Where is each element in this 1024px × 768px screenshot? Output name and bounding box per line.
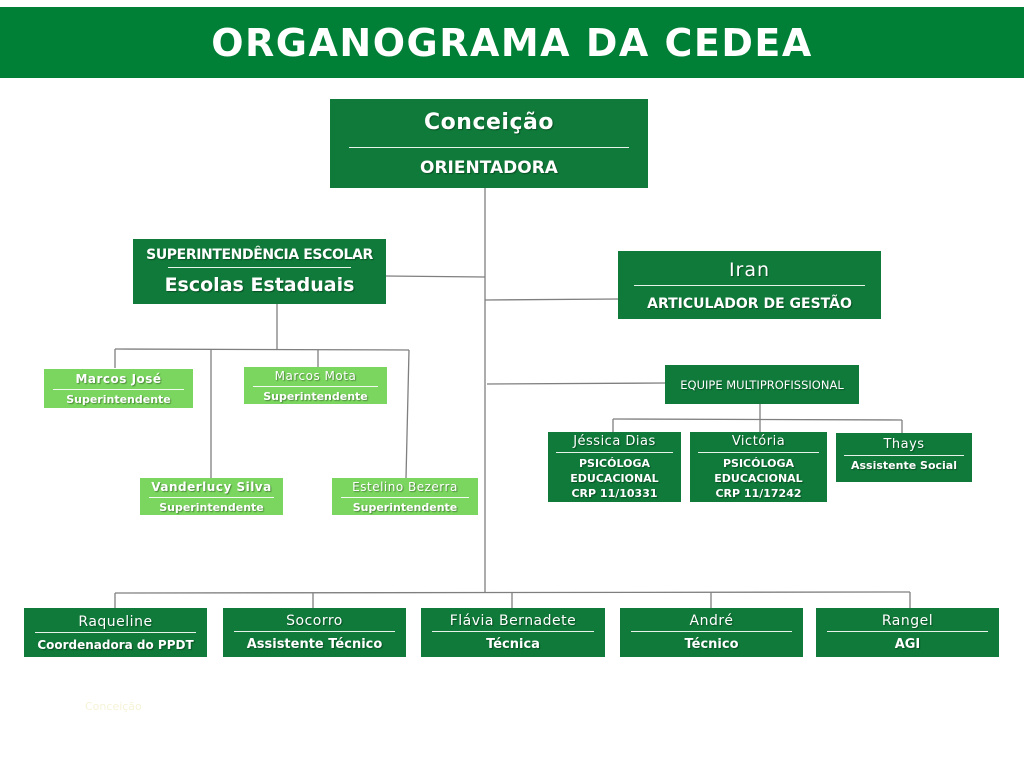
assistente-social-name: Thays — [883, 437, 925, 452]
divider — [349, 146, 629, 148]
faded-footnote: Conceição — [85, 700, 142, 713]
staff-name: Raqueline — [78, 613, 153, 630]
articulador-name: Iran — [728, 258, 771, 281]
superintendente-name: Vanderlucy Silva — [151, 479, 272, 494]
superintendente-role: Superintendente — [159, 500, 264, 514]
staff-box: Raqueline Coordenadora do PPDT — [24, 608, 207, 657]
staff-role: Assistente Técnico — [246, 637, 383, 652]
title-bar: ORGANOGRAMA DA CEDEA — [0, 7, 1024, 78]
superintendencia-box: SUPERINTENDÊNCIA ESCOLAR Escolas Estadua… — [133, 239, 386, 304]
divider — [432, 631, 594, 632]
equipe-label: EQUIPE MULTIPROFISSIONAL — [680, 377, 844, 392]
superintendente-box: Estelino Bezerra Superintendente — [332, 478, 478, 515]
staff-box: André Técnico — [620, 608, 803, 657]
assistente-social-role: Assistente Social — [851, 459, 957, 472]
staff-name: Flávia Bernadete — [449, 613, 577, 629]
articulador-role: ARTICULADOR DE GESTÃO — [647, 295, 852, 312]
divider — [826, 631, 989, 632]
superintendente-role: Superintendente — [66, 392, 171, 406]
psicologa-role-line: EDUCACIONAL — [714, 471, 803, 485]
psicologa-role-line: PSICÓLOGA — [578, 456, 650, 470]
superintendencia-title: SUPERINTENDÊNCIA ESCOLAR — [146, 247, 373, 263]
superintendente-box: Vanderlucy Silva Superintendente — [140, 478, 283, 515]
assistente-social-box: Thays Assistente Social — [836, 433, 972, 482]
staff-role: AGI — [894, 637, 921, 652]
divider — [630, 631, 793, 632]
staff-role: Técnico — [684, 637, 739, 652]
orientadora-box: Conceição ORIENTADORA — [330, 99, 648, 188]
superintendente-role: Superintendente — [352, 500, 458, 514]
staff-box: Rangel AGI — [816, 608, 999, 657]
divider — [633, 284, 866, 286]
orientadora-role: ORIENTADORA — [420, 157, 558, 178]
staff-name: André — [689, 613, 734, 629]
divider — [340, 496, 470, 498]
staff-name: Socorro — [286, 613, 343, 629]
psicologa-box: Jéssica Dias PSICÓLOGA EDUCACIONAL CRP 1… — [548, 432, 681, 502]
superintendente-role: Superintendente — [263, 389, 368, 403]
divider — [148, 496, 275, 498]
superintendente-name: Marcos Mota — [274, 368, 357, 383]
divider — [555, 451, 674, 453]
superintendente-box: Marcos José Superintendente — [44, 369, 193, 408]
psicologa-crp: CRP 11/10331 — [571, 486, 658, 500]
superintendente-name: Estelino Bezerra — [352, 479, 458, 494]
psicologa-role-line: PSICÓLOGA — [722, 456, 794, 470]
divider — [34, 631, 197, 633]
superintendente-name: Marcos José — [75, 371, 162, 386]
divider — [168, 267, 351, 268]
staff-box: Socorro Assistente Técnico — [223, 608, 406, 657]
superintendencia-subtitle: Escolas Estaduais — [164, 274, 355, 296]
staff-role: Coordenadora do PPDT — [37, 637, 194, 652]
psicologa-crp: CRP 11/17242 — [715, 486, 802, 500]
divider — [252, 385, 379, 387]
staff-box: Flávia Bernadete Técnica — [421, 608, 605, 657]
superintendente-box: Marcos Mota Superintendente — [244, 367, 387, 404]
psicologa-role-line: EDUCACIONAL — [570, 471, 659, 485]
orientadora-name: Conceição — [424, 109, 554, 135]
staff-name: Rangel — [881, 613, 934, 629]
staff-role: Técnica — [486, 637, 540, 652]
divider — [698, 451, 819, 453]
page-title: ORGANOGRAMA DA CEDEA — [211, 20, 813, 65]
divider — [233, 631, 396, 632]
equipe-multiprofissional-box: EQUIPE MULTIPROFISSIONAL — [665, 365, 859, 404]
articulador-box: Iran ARTICULADOR DE GESTÃO — [618, 251, 881, 319]
psicologa-box: Victória PSICÓLOGA EDUCACIONAL CRP 11/17… — [690, 432, 827, 502]
psicologa-name: Jéssica Dias — [573, 433, 656, 449]
divider — [844, 455, 964, 456]
divider — [52, 388, 185, 390]
psicologa-name: Victória — [731, 433, 786, 449]
